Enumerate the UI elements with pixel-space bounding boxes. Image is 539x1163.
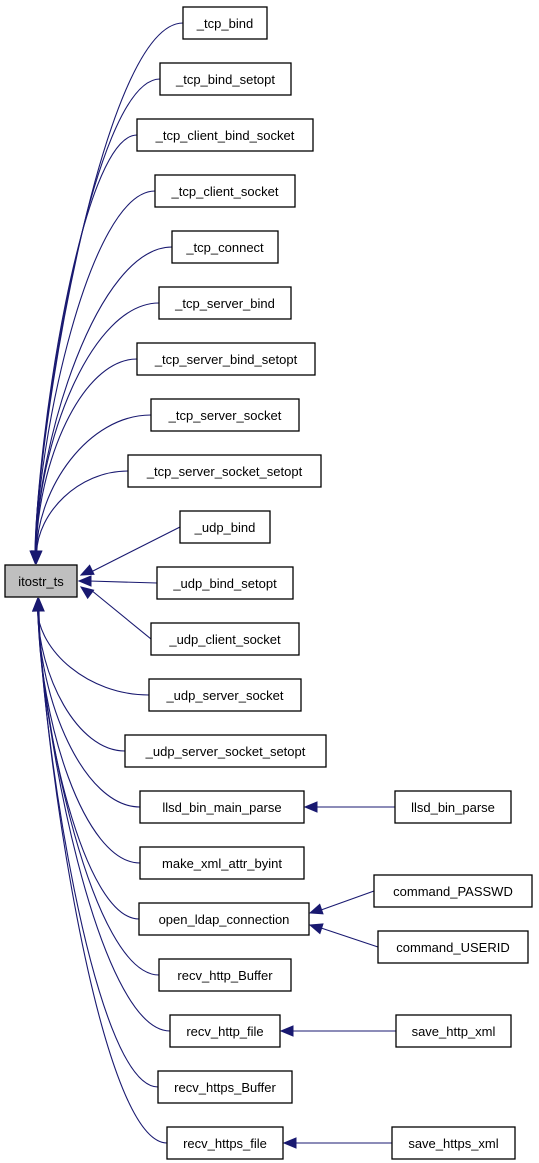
node-label-_udp_server_socket_setopt: _udp_server_socket_setopt	[145, 744, 306, 759]
node-label-make_xml_attr_byint: make_xml_attr_byint	[162, 856, 282, 871]
edge-recv_https_file-to-itostr_ts-arrowhead	[33, 597, 45, 612]
node-label-_tcp_server_socket: _tcp_server_socket	[168, 408, 282, 423]
node-label-_tcp_server_socket_setopt: _tcp_server_socket_setopt	[146, 464, 303, 479]
node-label-save_http_xml: save_http_xml	[412, 1024, 496, 1039]
node-label-itostr_ts: itostr_ts	[18, 574, 64, 589]
node-command_PASSWD[interactable]: command_PASSWD	[373, 874, 533, 908]
node-_udp_bind[interactable]: _udp_bind	[179, 510, 271, 544]
node-_tcp_bind_setopt[interactable]: _tcp_bind_setopt	[159, 62, 292, 96]
edge-_udp_server_socket_setopt-to-itostr_ts	[32, 597, 126, 752]
node-label-recv_https_file: recv_https_file	[183, 1136, 267, 1151]
edge-recv_https_file-to-itostr_ts	[33, 597, 168, 1144]
edge-_udp_bind_setopt-to-itostr_ts-arrowhead	[77, 575, 92, 587]
node-recv_http_file[interactable]: recv_http_file	[169, 1014, 281, 1048]
node-make_xml_attr_byint[interactable]: make_xml_attr_byint	[139, 846, 305, 880]
edge-command_USERID-to-open_ldap_connection-arrowhead	[308, 923, 324, 935]
node-save_http_xml[interactable]: save_http_xml	[395, 1014, 512, 1048]
edge-save_https_xml-to-recv_https_file-arrowhead	[282, 1137, 297, 1149]
edge-_udp_client_socket-to-itostr_ts-arrowhead	[79, 586, 95, 600]
node-_tcp_server_socket_setopt[interactable]: _tcp_server_socket_setopt	[127, 454, 322, 488]
edge-llsd_bin_parse-to-llsd_bin_main_parse	[303, 801, 395, 813]
edge-save_http_xml-to-recv_http_file	[279, 1025, 396, 1037]
node-recv_https_Buffer[interactable]: recv_https_Buffer	[157, 1070, 293, 1104]
node-label-_udp_server_socket: _udp_server_socket	[165, 688, 283, 703]
edge-command_USERID-to-open_ldap_connection	[308, 923, 379, 948]
node-_udp_bind_setopt[interactable]: _udp_bind_setopt	[156, 566, 294, 600]
node-label-llsd_bin_main_parse: llsd_bin_main_parse	[162, 800, 281, 815]
edge-_tcp_server_socket-to-itostr_ts	[30, 414, 152, 565]
edge-command_PASSWD-to-open_ldap_connection-arrowhead	[308, 903, 324, 915]
node-label-recv_http_Buffer: recv_http_Buffer	[177, 968, 273, 983]
edge-_udp_bind-to-itostr_ts	[79, 526, 181, 576]
node-open_ldap_connection[interactable]: open_ldap_connection	[138, 902, 310, 936]
node-recv_http_Buffer[interactable]: recv_http_Buffer	[158, 958, 292, 992]
node-_tcp_client_socket[interactable]: _tcp_client_socket	[154, 174, 296, 208]
node-_tcp_server_socket[interactable]: _tcp_server_socket	[150, 398, 300, 432]
node-_tcp_server_bind_setopt[interactable]: _tcp_server_bind_setopt	[136, 342, 316, 376]
node-label-save_https_xml: save_https_xml	[408, 1136, 498, 1151]
node-label-_tcp_server_bind: _tcp_server_bind	[174, 296, 275, 311]
node-_tcp_server_bind[interactable]: _tcp_server_bind	[158, 286, 292, 320]
edge-llsd_bin_parse-to-llsd_bin_main_parse-arrowhead	[303, 801, 318, 813]
node-label-_udp_bind: _udp_bind	[194, 520, 256, 535]
node-label-_tcp_bind: _tcp_bind	[196, 16, 253, 31]
edge-_tcp_client_socket-to-itostr_ts	[29, 190, 156, 565]
node-_udp_client_socket[interactable]: _udp_client_socket	[150, 622, 300, 656]
node-_tcp_client_bind_socket[interactable]: _tcp_client_bind_socket	[136, 118, 314, 152]
node-label-command_PASSWD: command_PASSWD	[393, 884, 513, 899]
edge-_tcp_server_bind-to-itostr_ts	[30, 302, 160, 565]
node-command_USERID[interactable]: command_USERID	[377, 930, 529, 964]
node-label-_udp_bind_setopt: _udp_bind_setopt	[172, 576, 277, 591]
node-label-_tcp_client_socket: _tcp_client_socket	[171, 184, 279, 199]
node-_udp_server_socket[interactable]: _udp_server_socket	[148, 678, 302, 712]
nodes: itostr_ts _tcp_bind _tcp_bind_setopt _tcp_…	[4, 6, 533, 1160]
node-itostr_ts[interactable]: itostr_ts	[4, 564, 78, 598]
edge-_tcp_server_socket_setopt-to-itostr_ts	[31, 470, 129, 565]
node-label-_tcp_server_bind_setopt: _tcp_server_bind_setopt	[154, 352, 298, 367]
edge-save_http_xml-to-recv_http_file-arrowhead	[279, 1025, 294, 1037]
node-label-llsd_bin_parse: llsd_bin_parse	[411, 800, 495, 815]
node-label-_tcp_client_bind_socket: _tcp_client_bind_socket	[155, 128, 295, 143]
edge-_tcp_server_socket_setopt-to-itostr_ts-arrowhead	[31, 550, 43, 565]
node-_tcp_connect[interactable]: _tcp_connect	[171, 230, 279, 264]
node-label-_tcp_bind_setopt: _tcp_bind_setopt	[175, 72, 275, 87]
node-label-command_USERID: command_USERID	[396, 940, 509, 955]
edge-_udp_bind_setopt-to-itostr_ts	[77, 575, 158, 587]
node-label-recv_http_file: recv_http_file	[186, 1024, 263, 1039]
edge-llsd_bin_main_parse-to-itostr_ts	[32, 597, 141, 808]
node-label-_udp_client_socket: _udp_client_socket	[168, 632, 281, 647]
node-label-open_ldap_connection: open_ldap_connection	[159, 912, 290, 927]
edge-command_PASSWD-to-open_ldap_connection	[308, 890, 375, 915]
node-_tcp_bind[interactable]: _tcp_bind	[182, 6, 268, 40]
node-llsd_bin_main_parse[interactable]: llsd_bin_main_parse	[139, 790, 305, 824]
node-llsd_bin_parse[interactable]: llsd_bin_parse	[394, 790, 512, 824]
edge-_udp_server_socket-to-itostr_ts	[31, 597, 150, 696]
edge-_udp_client_socket-to-itostr_ts	[79, 586, 152, 640]
edges	[29, 22, 396, 1149]
edge-save_https_xml-to-recv_https_file	[282, 1137, 392, 1149]
node-label-recv_https_Buffer: recv_https_Buffer	[174, 1080, 276, 1095]
edge-recv_https_Buffer-to-itostr_ts	[33, 597, 159, 1088]
node-recv_https_file[interactable]: recv_https_file	[166, 1126, 284, 1160]
node-_udp_server_socket_setopt[interactable]: _udp_server_socket_setopt	[124, 734, 327, 768]
edge-_udp_bind-to-itostr_ts-arrowhead	[79, 564, 95, 576]
edge-_tcp_client_bind_socket-to-itostr_ts	[29, 134, 138, 565]
node-label-_tcp_connect: _tcp_connect	[185, 240, 264, 255]
node-save_https_xml[interactable]: save_https_xml	[391, 1126, 516, 1160]
